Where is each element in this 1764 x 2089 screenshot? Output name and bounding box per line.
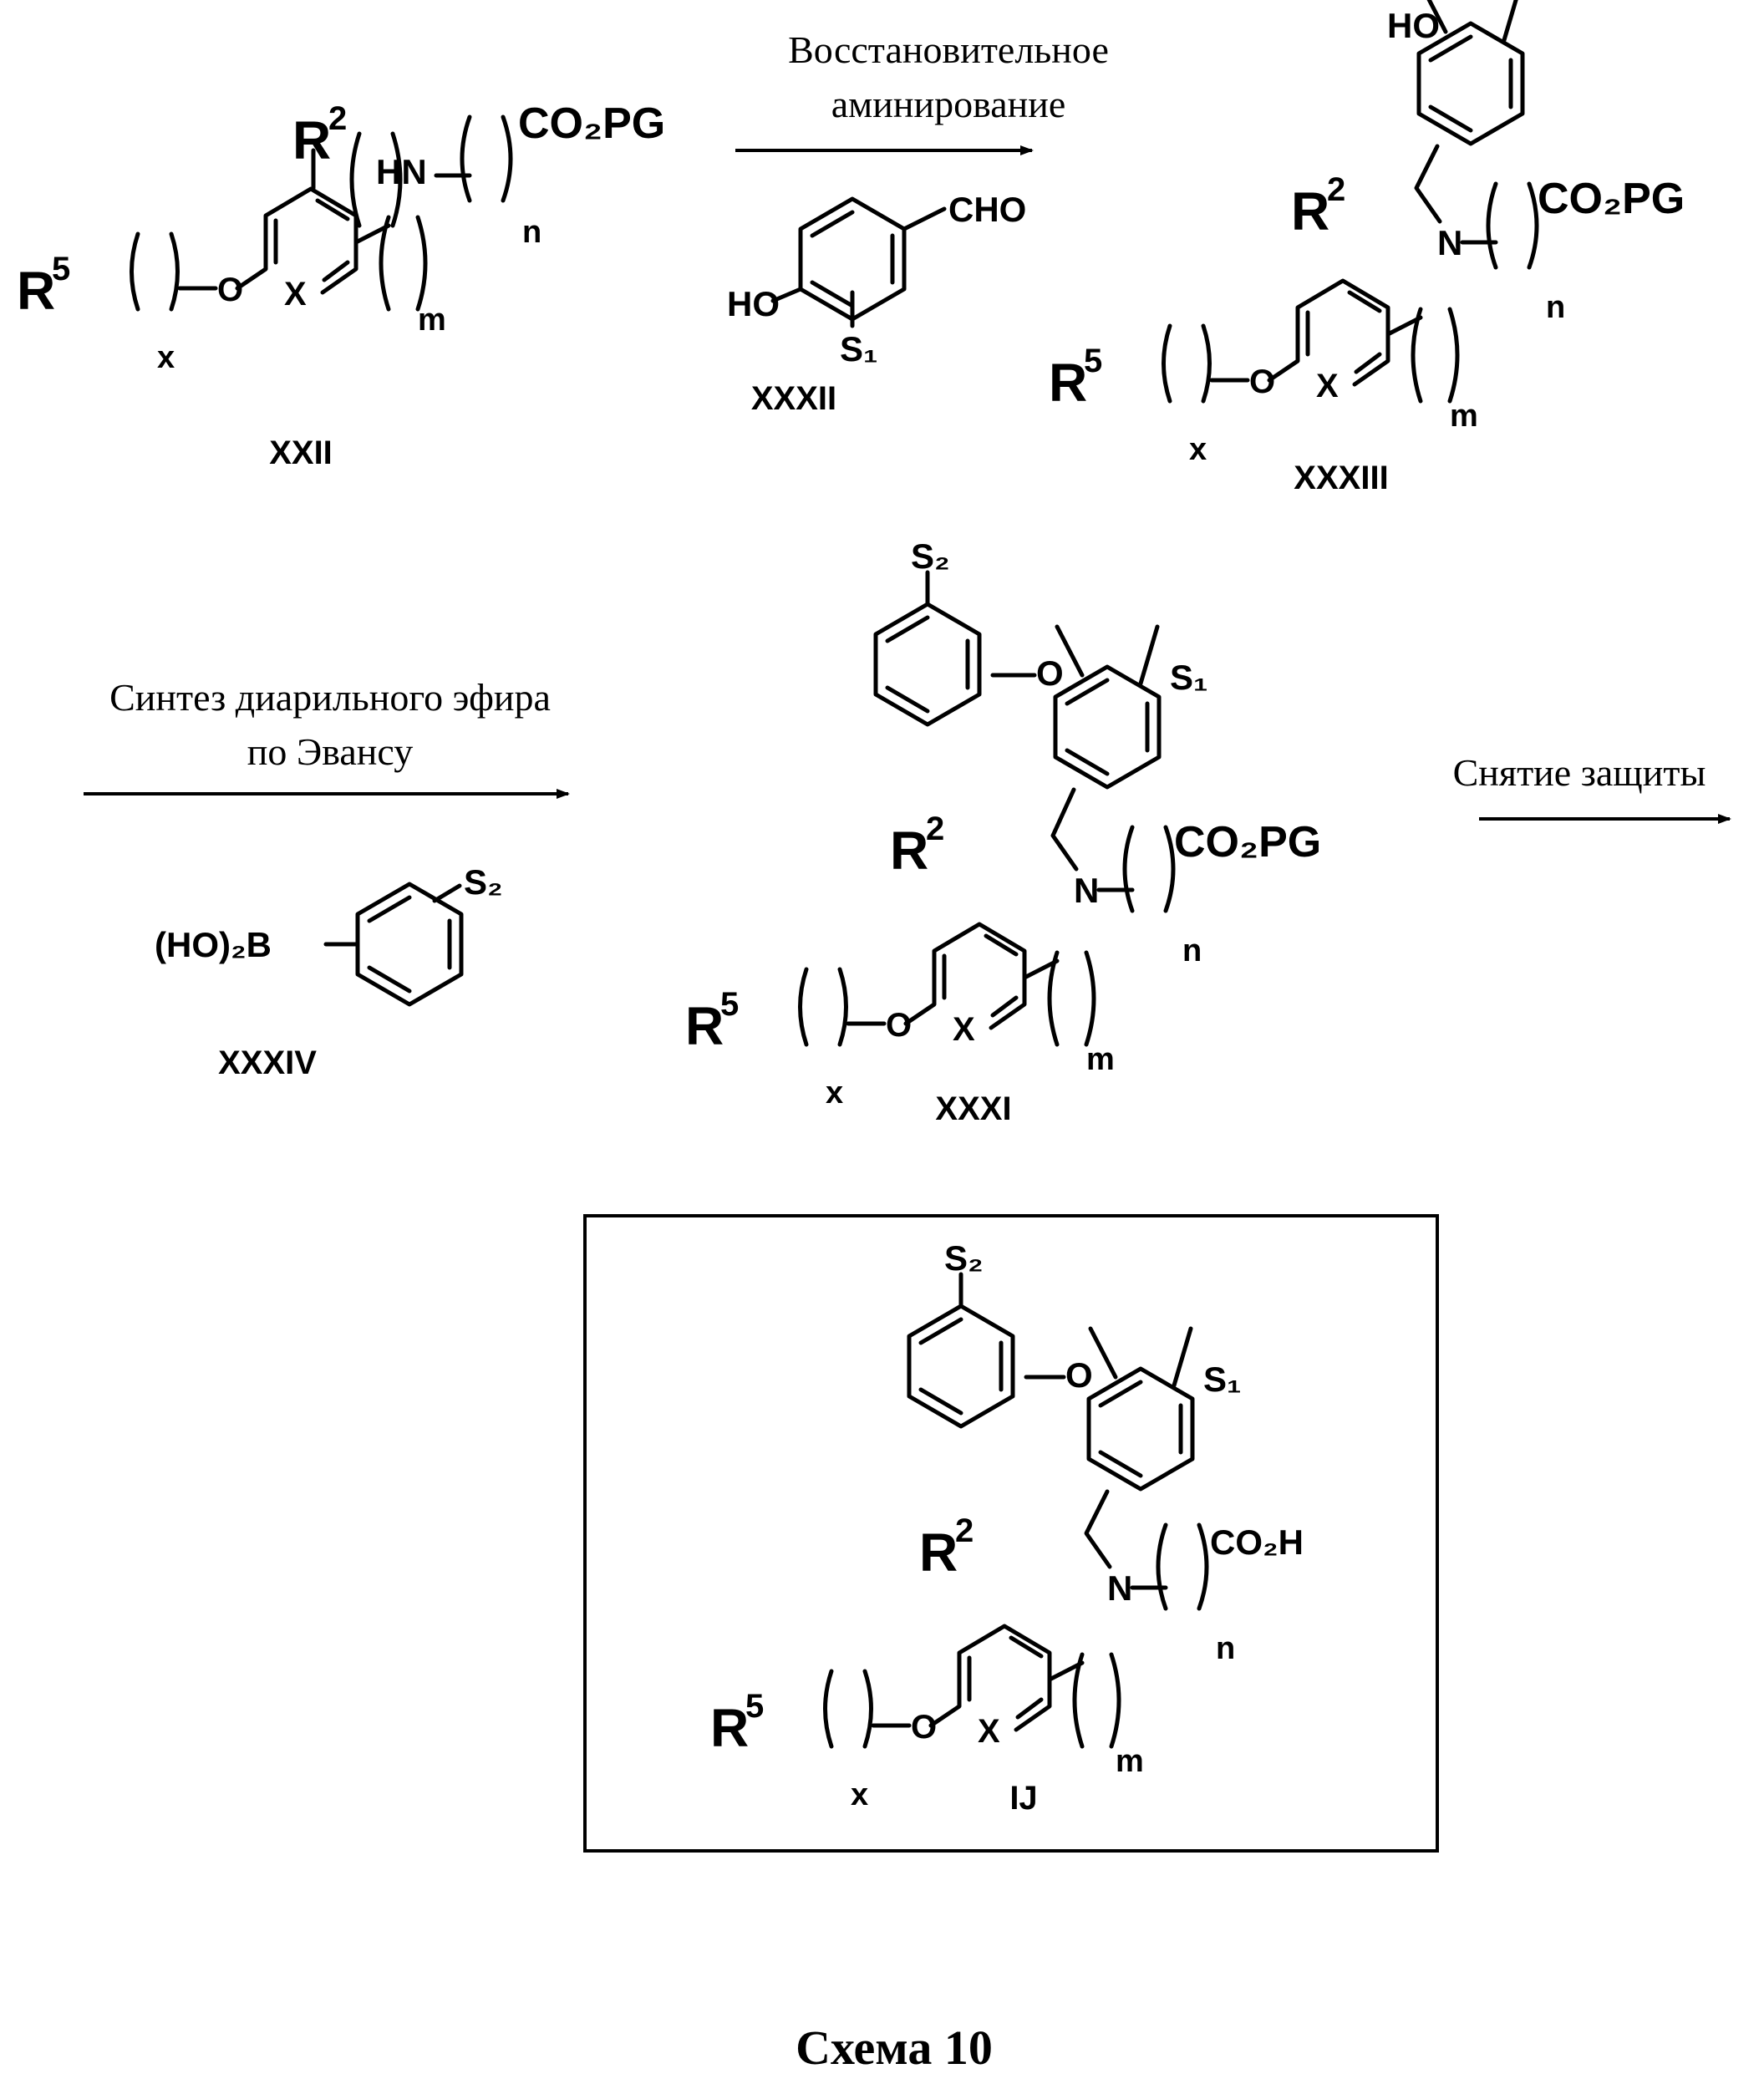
co2pg-label: CO₂PG [518, 99, 665, 148]
compound-ij: R 5 O X R 2 x m N O S₂ S₁ CO₂H n [710, 1238, 1304, 1812]
r5-label: R [685, 996, 724, 1056]
m-subscript: m [1086, 1042, 1115, 1077]
hn-label: HN [376, 152, 427, 191]
n-subscript: n [1182, 933, 1202, 968]
r2-superscript: 2 [955, 1512, 974, 1549]
ether-oxygen: O [217, 272, 243, 308]
n-subscript: n [1216, 1631, 1235, 1666]
r5-superscript: 5 [720, 986, 739, 1023]
compound-xxii: R 5 O X R 2 x m HN CO₂PG n [17, 99, 665, 375]
ether-oxygen-2: O [1036, 653, 1064, 693]
n-atom: N [1107, 1568, 1132, 1608]
s1-label-xxxi: S₁ [1170, 658, 1207, 697]
ether-oxygen: O [911, 1709, 937, 1746]
r2-superscript: 2 [926, 811, 944, 847]
compound-label-xxii: XXII [269, 435, 333, 471]
r5-superscript: 5 [52, 251, 70, 287]
ho-label-xxxii: HO [727, 284, 780, 323]
ring-x-label: X [953, 1011, 975, 1048]
ether-oxygen-2: O [1065, 1355, 1093, 1395]
compound-label-xxxii: XXXII [751, 380, 836, 417]
m-subscript: m [1116, 1744, 1144, 1779]
n-atom: N [1437, 223, 1462, 262]
step2-text-line2: по Эвансу [247, 730, 413, 773]
compound-xxxi: R 5 O X R 2 x m N O S₂ S₁ CO₂PG n [685, 536, 1321, 1111]
scheme-title: Схема 10 [796, 2020, 993, 2075]
r5-label: R [710, 1698, 749, 1758]
co2pg-label: CO₂PG [1174, 818, 1321, 867]
m-subscript: m [1450, 399, 1478, 434]
r5-superscript: 5 [745, 1688, 764, 1725]
n-subscript: n [522, 215, 541, 250]
cho-label: CHO [948, 190, 1026, 229]
s2-label-xxxiv: S₂ [464, 862, 503, 902]
ether-oxygen: O [886, 1007, 912, 1044]
n-atom: N [1074, 871, 1099, 910]
ring-x-label: X [284, 276, 307, 313]
compound-xxxiii: R 5 O X R 2 x m N HO S₁ CO₂PG n [1049, 0, 1685, 467]
step1-text-line2: аминирование [831, 83, 1066, 125]
boronic-acid-label: (HO)₂B [155, 925, 272, 964]
s2-label-ij: S₂ [944, 1238, 984, 1278]
n-subscript: n [1546, 290, 1565, 325]
s1-label-ij: S₁ [1203, 1360, 1241, 1399]
ring-x-label: X [978, 1713, 1000, 1750]
r2-label: R [292, 110, 331, 170]
x-subscript: x [851, 1777, 868, 1812]
x-subscript: x [826, 1075, 843, 1111]
ring-x-label: X [1316, 368, 1339, 404]
s2-label-xxxi: S₂ [911, 536, 950, 576]
r5-label: R [17, 261, 55, 321]
m-subscript: m [418, 302, 446, 338]
s1-label-xxxii: S₁ [840, 329, 877, 368]
ether-oxygen: O [1249, 363, 1275, 400]
r2-superscript: 2 [1327, 171, 1345, 208]
ho-label-xxxiii: HO [1387, 6, 1440, 45]
co2h-label: CO₂H [1210, 1522, 1304, 1562]
x-subscript: x [157, 340, 175, 375]
step1-text-line1: Восстановительное [788, 28, 1109, 71]
compound-label-xxxiii: XXXIII [1294, 460, 1388, 496]
compound-label-xxxiv: XXXIV [218, 1044, 317, 1081]
compound-label-ij: IJ [1009, 1780, 1037, 1817]
r2-label: R [919, 1522, 958, 1583]
r5-label: R [1049, 353, 1087, 413]
r2-label: R [1291, 181, 1329, 241]
r5-superscript: 5 [1084, 343, 1102, 379]
r2-superscript: 2 [328, 100, 347, 137]
reagent-xxxiv: (HO)₂B S₂ [155, 862, 503, 1004]
x-subscript: x [1189, 432, 1207, 467]
step3-text: Снятие защиты [1453, 751, 1706, 794]
compound-label-xxxi: XXXI [935, 1090, 1011, 1127]
r2-label: R [890, 821, 928, 881]
reagent-xxxii: CHO HO S₁ [727, 190, 1026, 368]
step2-text-line1: Синтез диарильного эфира [109, 676, 551, 719]
co2pg-label: CO₂PG [1538, 175, 1685, 223]
